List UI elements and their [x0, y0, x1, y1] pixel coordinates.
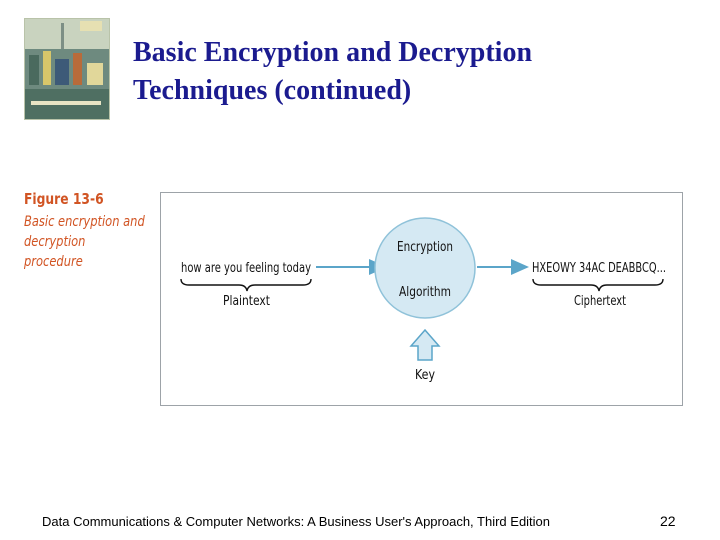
ciphertext-output-text: HXEOWY 34AC DEABBCQ... — [532, 261, 666, 276]
slide-title-line-1: Basic Encryption and Decryption — [133, 37, 533, 68]
ciphertext-brace — [532, 278, 664, 292]
page-number: 22 — [660, 513, 676, 529]
slide-title: Basic Encryption and Decryption Techniqu… — [133, 34, 693, 110]
plaintext-input-text: how are you feeling today — [181, 261, 311, 276]
algorithm-label-top: Encryption — [397, 240, 453, 255]
encryption-diagram: how are you feeling today Plaintext Encr… — [160, 192, 683, 406]
key-label: Key — [415, 368, 435, 383]
slide-title-line-2: Techniques (continued) — [133, 75, 412, 106]
book-cover-image — [24, 18, 110, 120]
footer-text: Data Communications & Computer Networks:… — [42, 514, 551, 529]
figure-description: Basic encryption and decryption procedur… — [24, 214, 145, 270]
figure-caption: Figure 13-6 Basic encryption and decrypt… — [24, 190, 145, 272]
plaintext-label: Plaintext — [223, 294, 270, 309]
figure-number: Figure 13-6 — [24, 190, 104, 208]
encryption-algorithm-circle — [374, 217, 476, 319]
plaintext-brace — [180, 278, 312, 292]
key-up-arrow — [409, 328, 441, 361]
ciphertext-label: Ciphertext — [574, 294, 626, 309]
algorithm-label-bottom: Algorithm — [399, 285, 451, 300]
